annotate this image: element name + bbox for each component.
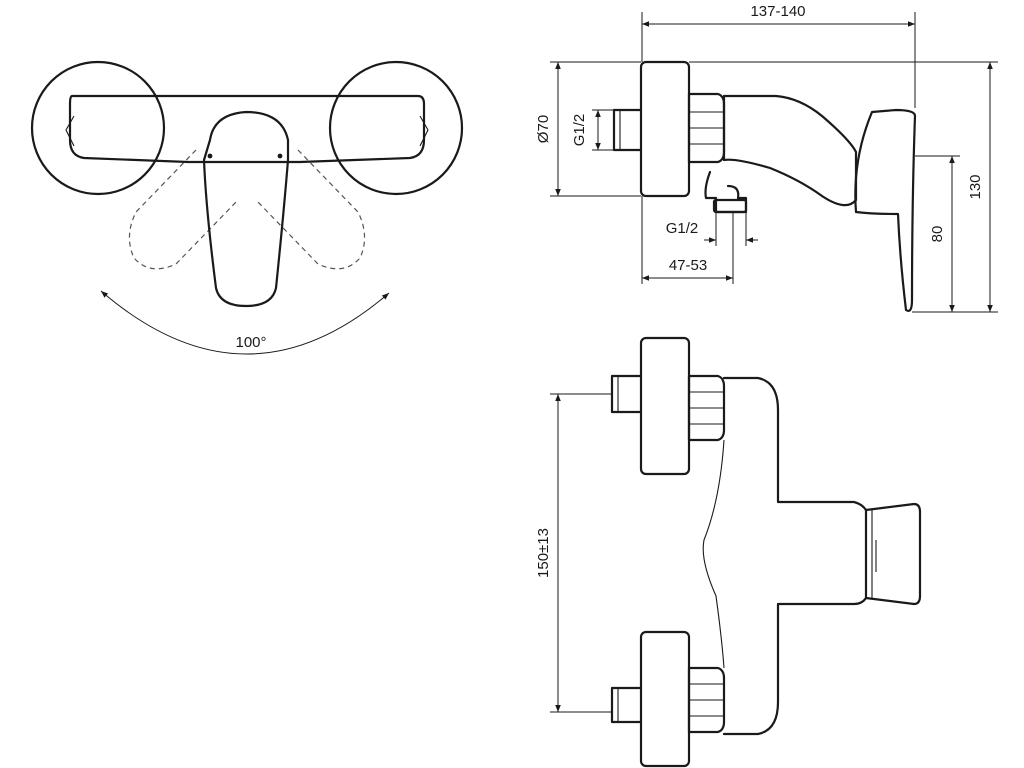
side-view: 137-140 Ø70 G1/2 G1/2 47-53 130 80 [535,3,998,313]
mixer-body-top [68,94,426,164]
inlet-thread-label: G1/2 [571,114,588,147]
mixer-body-side [722,94,858,207]
lever-side [854,108,917,312]
top-view: 100° [30,60,464,355]
outlet-connector [704,170,748,214]
right-rosette [328,60,464,196]
lever-front [864,502,922,606]
outlet-offset-label: 47-53 [669,257,707,274]
outlet-nut [712,198,748,214]
upper-inlet [610,374,643,414]
left-rosette [30,60,166,196]
mixer-body-front [722,376,868,736]
inlet-nipple [612,108,643,152]
lower-flange [639,630,691,768]
lever-rotated-left [128,149,239,270]
angle-label: 100° [235,334,266,351]
lever-rotated-right [255,149,366,270]
front-view: 150±13 [535,336,922,768]
wall-flange [639,60,691,198]
upper-flange [639,336,691,476]
lower-inlet [610,686,643,724]
inlet-spacing-label: 150±13 [535,528,552,578]
depth-label: 137-140 [750,3,805,20]
lever-handle [202,110,290,308]
total-height-label: 130 [967,174,984,199]
lower-nut [687,666,726,734]
angle-arc [100,290,390,355]
lever-height-label: 80 [929,226,946,243]
flange-diameter-label: Ø70 [535,115,552,143]
upper-nut [687,374,726,442]
outlet-thread-label: G1/2 [666,220,699,237]
